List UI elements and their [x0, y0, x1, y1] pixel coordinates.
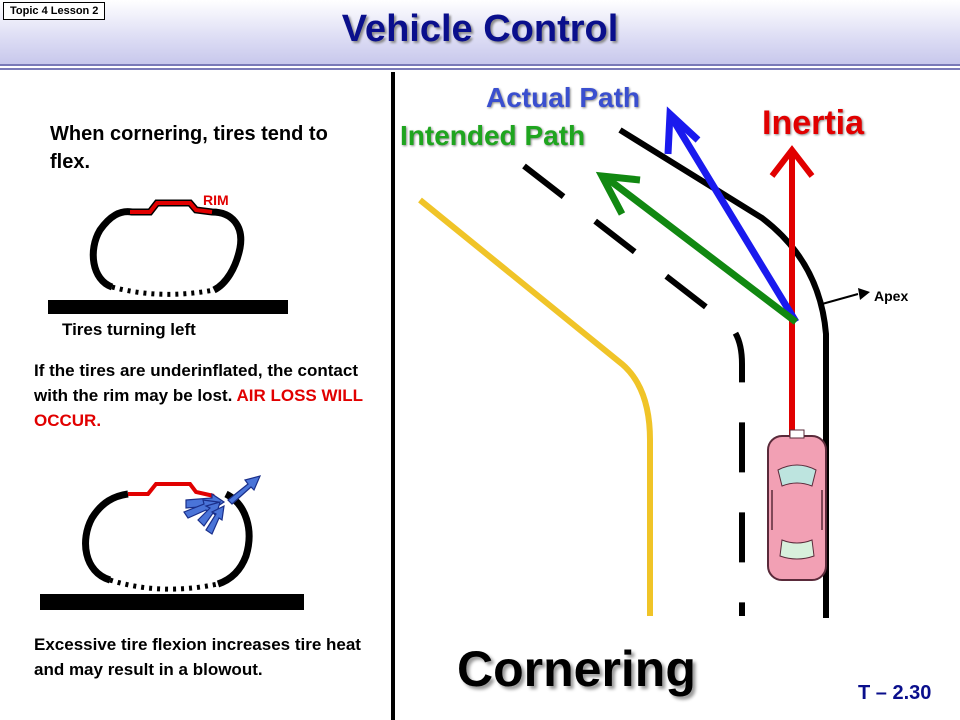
inertia-arrow	[769, 145, 815, 440]
header-rule-lower	[0, 68, 960, 70]
underinflated-sentence: If the tires are underinflated, the cont…	[34, 361, 359, 405]
air-loss-warning: AIR LOSS WILL OCCUR.	[34, 386, 363, 430]
intended-path-label: Intended Path	[400, 120, 586, 151]
actual-path-arrow	[664, 106, 799, 324]
cornering-title: Cornering	[457, 641, 696, 697]
flexion-text: Excessive tire flexion increases tire he…	[34, 635, 361, 679]
slide-number: T – 2.30	[858, 682, 932, 704]
tire-diagram-underinflated	[40, 475, 304, 610]
car-icon	[767, 429, 827, 581]
intro-text: When cornering, tires tend to flex.	[50, 123, 328, 173]
rim-label: RIM	[203, 192, 229, 208]
topic-label: Topic 4 Lesson 2	[3, 2, 106, 20]
vertical-divider	[391, 72, 395, 720]
header-rule	[0, 64, 960, 66]
header-bar	[0, 0, 960, 64]
underinflated-text: If the tires are underinflated, the cont…	[34, 358, 364, 433]
tire-diagram-normal	[48, 199, 288, 314]
tires-caption: Tires turning left	[62, 320, 196, 339]
page-title: Vehicle Control	[341, 8, 619, 50]
apex-label: Apex	[874, 288, 909, 304]
intended-path-arrow	[595, 171, 799, 325]
actual-path-label: Actual Path	[486, 82, 641, 113]
apex-pointer	[821, 288, 870, 305]
road-diagram	[418, 127, 829, 618]
inertia-label: Inertia	[762, 104, 865, 142]
